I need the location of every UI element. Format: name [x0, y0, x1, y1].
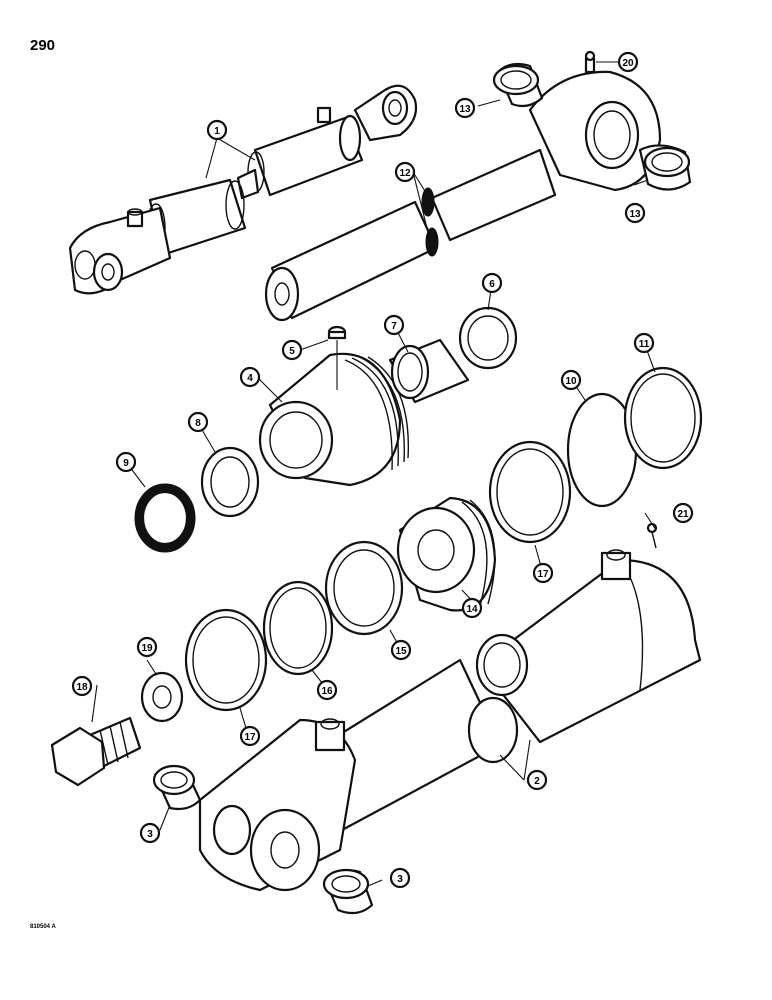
wear-ring-17-lower: [184, 608, 268, 712]
backup-ring-8: [200, 446, 260, 518]
wiper-9: [134, 483, 196, 553]
callout-8: 8: [187, 411, 209, 433]
figure-code: 810504 A: [30, 924, 56, 930]
assembled-cylinder-overview: [68, 84, 418, 295]
svg-text:17: 17: [244, 732, 256, 743]
svg-text:13: 13: [629, 209, 641, 220]
svg-text:18: 18: [76, 682, 88, 693]
callout-21: 21: [672, 502, 694, 524]
svg-text:14: 14: [466, 604, 478, 615]
callout-14: 14: [461, 597, 483, 619]
bushing-3-upper: [152, 764, 202, 811]
callout-7: 7: [383, 314, 405, 336]
svg-text:19: 19: [141, 643, 153, 654]
piston-rod: [264, 70, 662, 322]
callout-15: 15: [390, 639, 412, 661]
callout-11: 11: [633, 332, 655, 354]
callout-20: 20: [617, 51, 639, 73]
callout-6: 6: [481, 272, 503, 294]
backup-ring-16: [262, 580, 334, 676]
wear-ring-17-upper: [488, 440, 572, 544]
svg-text:7: 7: [391, 321, 397, 332]
callout-10: 10: [560, 369, 582, 391]
backup-ring-11: [623, 366, 703, 470]
svg-text:4: 4: [247, 373, 253, 384]
callout-5: 5: [281, 339, 303, 361]
svg-text:8: 8: [195, 418, 201, 429]
bushing-13-upper: [492, 62, 544, 108]
callout-17-upper: 17: [532, 562, 554, 584]
callout-3-lower: 3: [389, 867, 411, 889]
cylinder-head: [258, 352, 410, 487]
svg-text:15: 15: [395, 646, 407, 657]
plug: [327, 325, 347, 340]
svg-text:17: 17: [537, 569, 549, 580]
svg-text:11: 11: [639, 339, 650, 350]
callout-13-lower: 13: [624, 202, 646, 224]
svg-text:13: 13: [459, 104, 471, 115]
svg-text:3: 3: [397, 874, 403, 885]
svg-text:3: 3: [147, 829, 153, 840]
callout-19: 19: [136, 636, 158, 658]
svg-text:2: 2: [534, 776, 540, 787]
svg-text:12: 12: [399, 168, 411, 179]
bushing-3-lower: [322, 868, 374, 915]
callout-2: 2: [526, 769, 548, 791]
svg-text:9: 9: [123, 458, 129, 469]
callout-16: 16: [316, 679, 338, 701]
bolt-18: [50, 716, 142, 787]
callout-17-lower: 17: [239, 725, 261, 747]
callout-1: 1: [206, 119, 228, 141]
svg-text:1: 1: [214, 126, 220, 137]
wear-ring-7: [388, 338, 470, 404]
svg-text:10: 10: [565, 376, 577, 387]
grease-fitting-upper: [584, 50, 596, 74]
seal-6: [458, 306, 518, 370]
svg-text:16: 16: [321, 686, 333, 697]
bushing-13-lower: [638, 144, 692, 191]
seal-ring-15: [324, 540, 404, 636]
washer-19: [140, 671, 184, 723]
page-number: 290: [30, 37, 55, 54]
piston: [396, 496, 497, 612]
callout-13-upper: 13: [454, 97, 476, 119]
callout-12: 12: [394, 161, 416, 183]
cylinder-barrel: [198, 549, 702, 892]
svg-text:21: 21: [677, 509, 689, 520]
callout-9: 9: [115, 451, 137, 473]
callout-3-upper: 3: [139, 822, 161, 844]
callout-4: 4: [239, 366, 261, 388]
svg-text:6: 6: [489, 279, 495, 290]
svg-text:5: 5: [289, 346, 295, 357]
svg-text:20: 20: [622, 58, 634, 69]
callout-18: 18: [71, 675, 93, 697]
